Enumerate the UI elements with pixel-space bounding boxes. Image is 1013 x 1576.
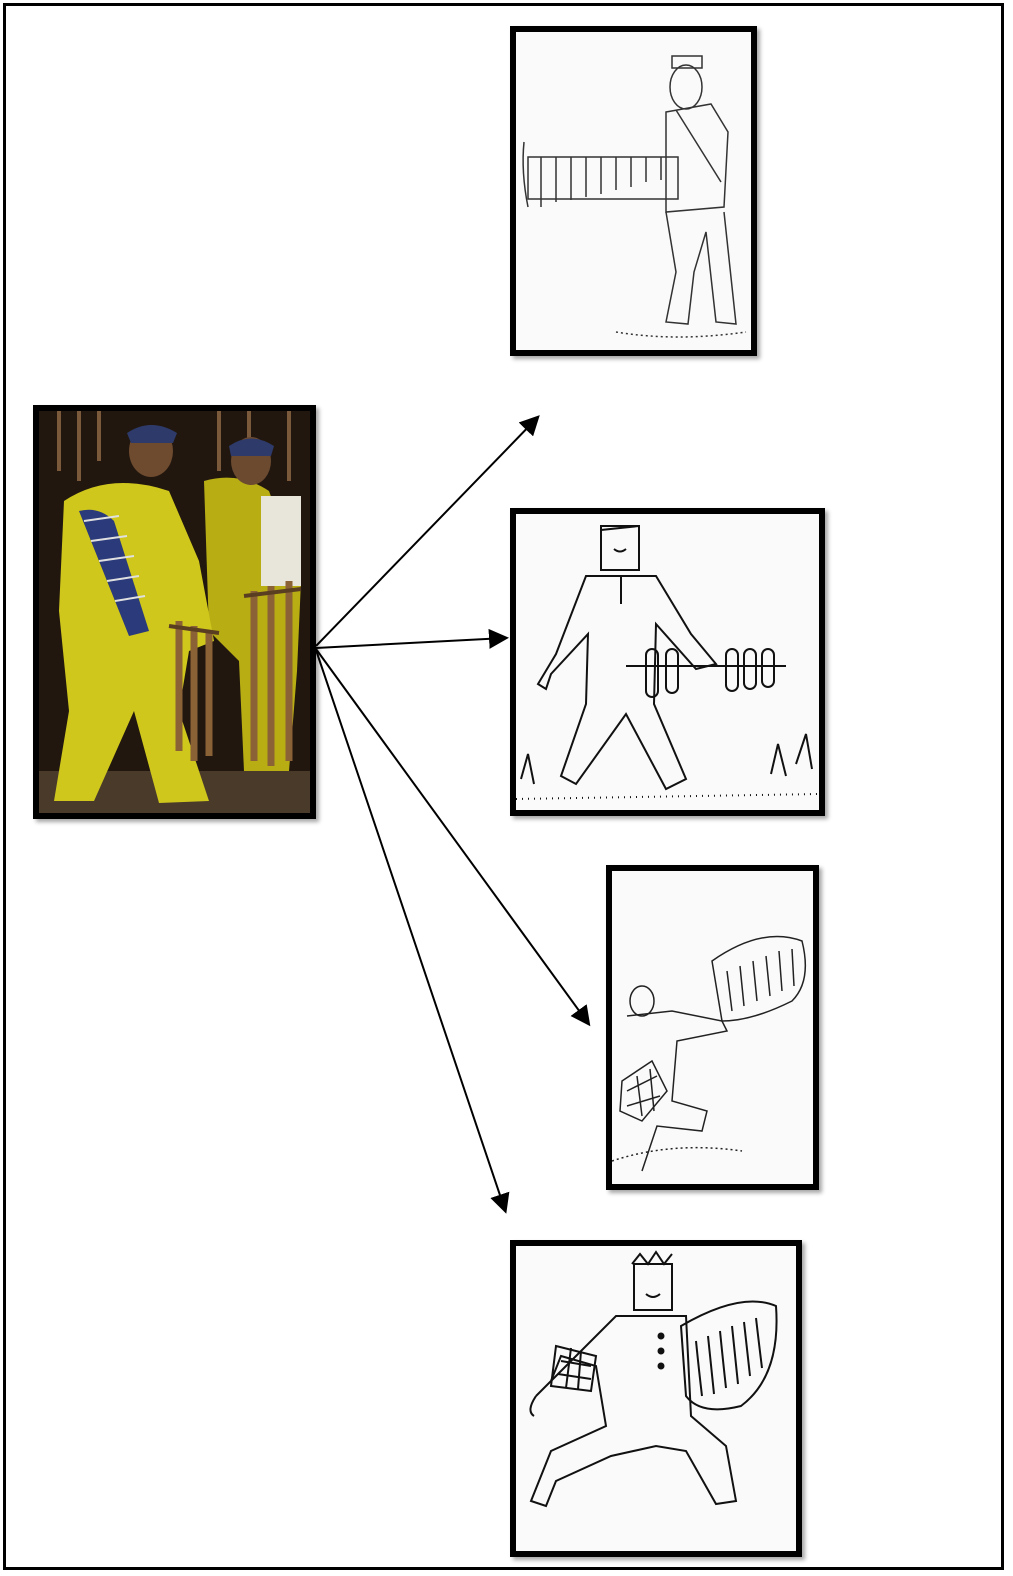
drawing-3-player-raising-angklung — [606, 865, 819, 1190]
drawing-1-standing-player — [510, 26, 757, 356]
arrow-to-drawing-2 — [316, 638, 505, 648]
drawing-4-player-wide-stance — [510, 1240, 802, 1557]
arrow-to-drawing-1 — [316, 418, 537, 646]
arrow-to-drawing-4 — [316, 650, 505, 1210]
drawing-2-player-horizontal-angklung — [510, 508, 825, 816]
photo-angklung-performers — [33, 405, 316, 819]
